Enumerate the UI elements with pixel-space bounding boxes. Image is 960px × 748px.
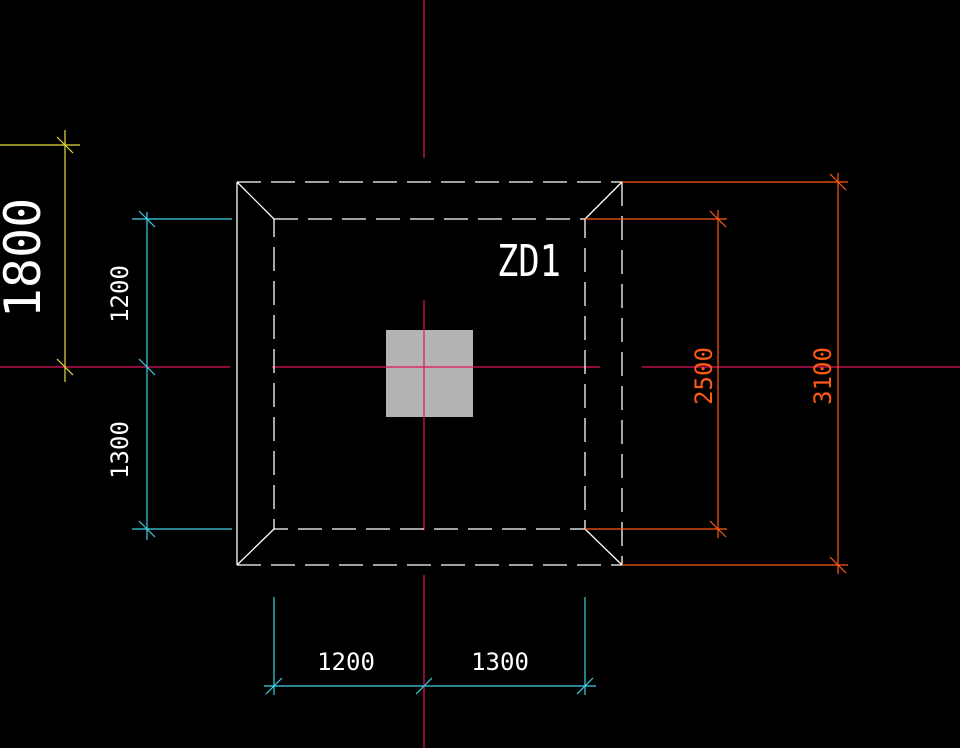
bottom-dim-1200-label: 1200 bbox=[317, 648, 375, 676]
inner-step-outline bbox=[273, 218, 586, 530]
chamfer-top-right bbox=[584, 181, 623, 220]
column-axis-overlay bbox=[386, 330, 473, 417]
left-dim-1300-label: 1300 bbox=[106, 421, 134, 479]
bottom-dimension bbox=[264, 597, 596, 695]
left-dim-1200-label: 1200 bbox=[106, 265, 134, 323]
right-dim-2500-label: 2500 bbox=[690, 347, 718, 405]
bottom-dim-1300-label: 1300 bbox=[471, 648, 529, 676]
left-dimension bbox=[132, 210, 232, 540]
right-inner-tick-top bbox=[709, 210, 727, 228]
column-square bbox=[386, 330, 473, 417]
yellow-dimension bbox=[0, 130, 80, 382]
bottom-tick-left bbox=[265, 677, 283, 695]
bottom-tick-right bbox=[576, 677, 594, 695]
right-inner-tick-bottom bbox=[709, 520, 727, 538]
right-dim-3100-label: 3100 bbox=[809, 347, 837, 405]
yellow-dim-label: 1800 bbox=[0, 198, 52, 318]
left-tick-bottom bbox=[138, 520, 156, 538]
footing-outline bbox=[236, 181, 623, 566]
chamfer-bottom-right bbox=[584, 528, 623, 566]
yellow-tick-top bbox=[56, 136, 74, 154]
right-dimension bbox=[585, 173, 848, 574]
yellow-tick-bottom bbox=[56, 358, 74, 376]
chamfer-top-left bbox=[236, 181, 275, 220]
bottom-tick-mid bbox=[415, 677, 433, 695]
left-tick-top bbox=[138, 210, 156, 228]
right-outer-tick-bottom bbox=[829, 556, 847, 574]
right-outer-tick-top bbox=[829, 173, 847, 191]
chamfer-bottom-left bbox=[236, 528, 275, 566]
footing-tag: ZD1 bbox=[497, 236, 561, 287]
left-tick-mid bbox=[138, 358, 156, 376]
